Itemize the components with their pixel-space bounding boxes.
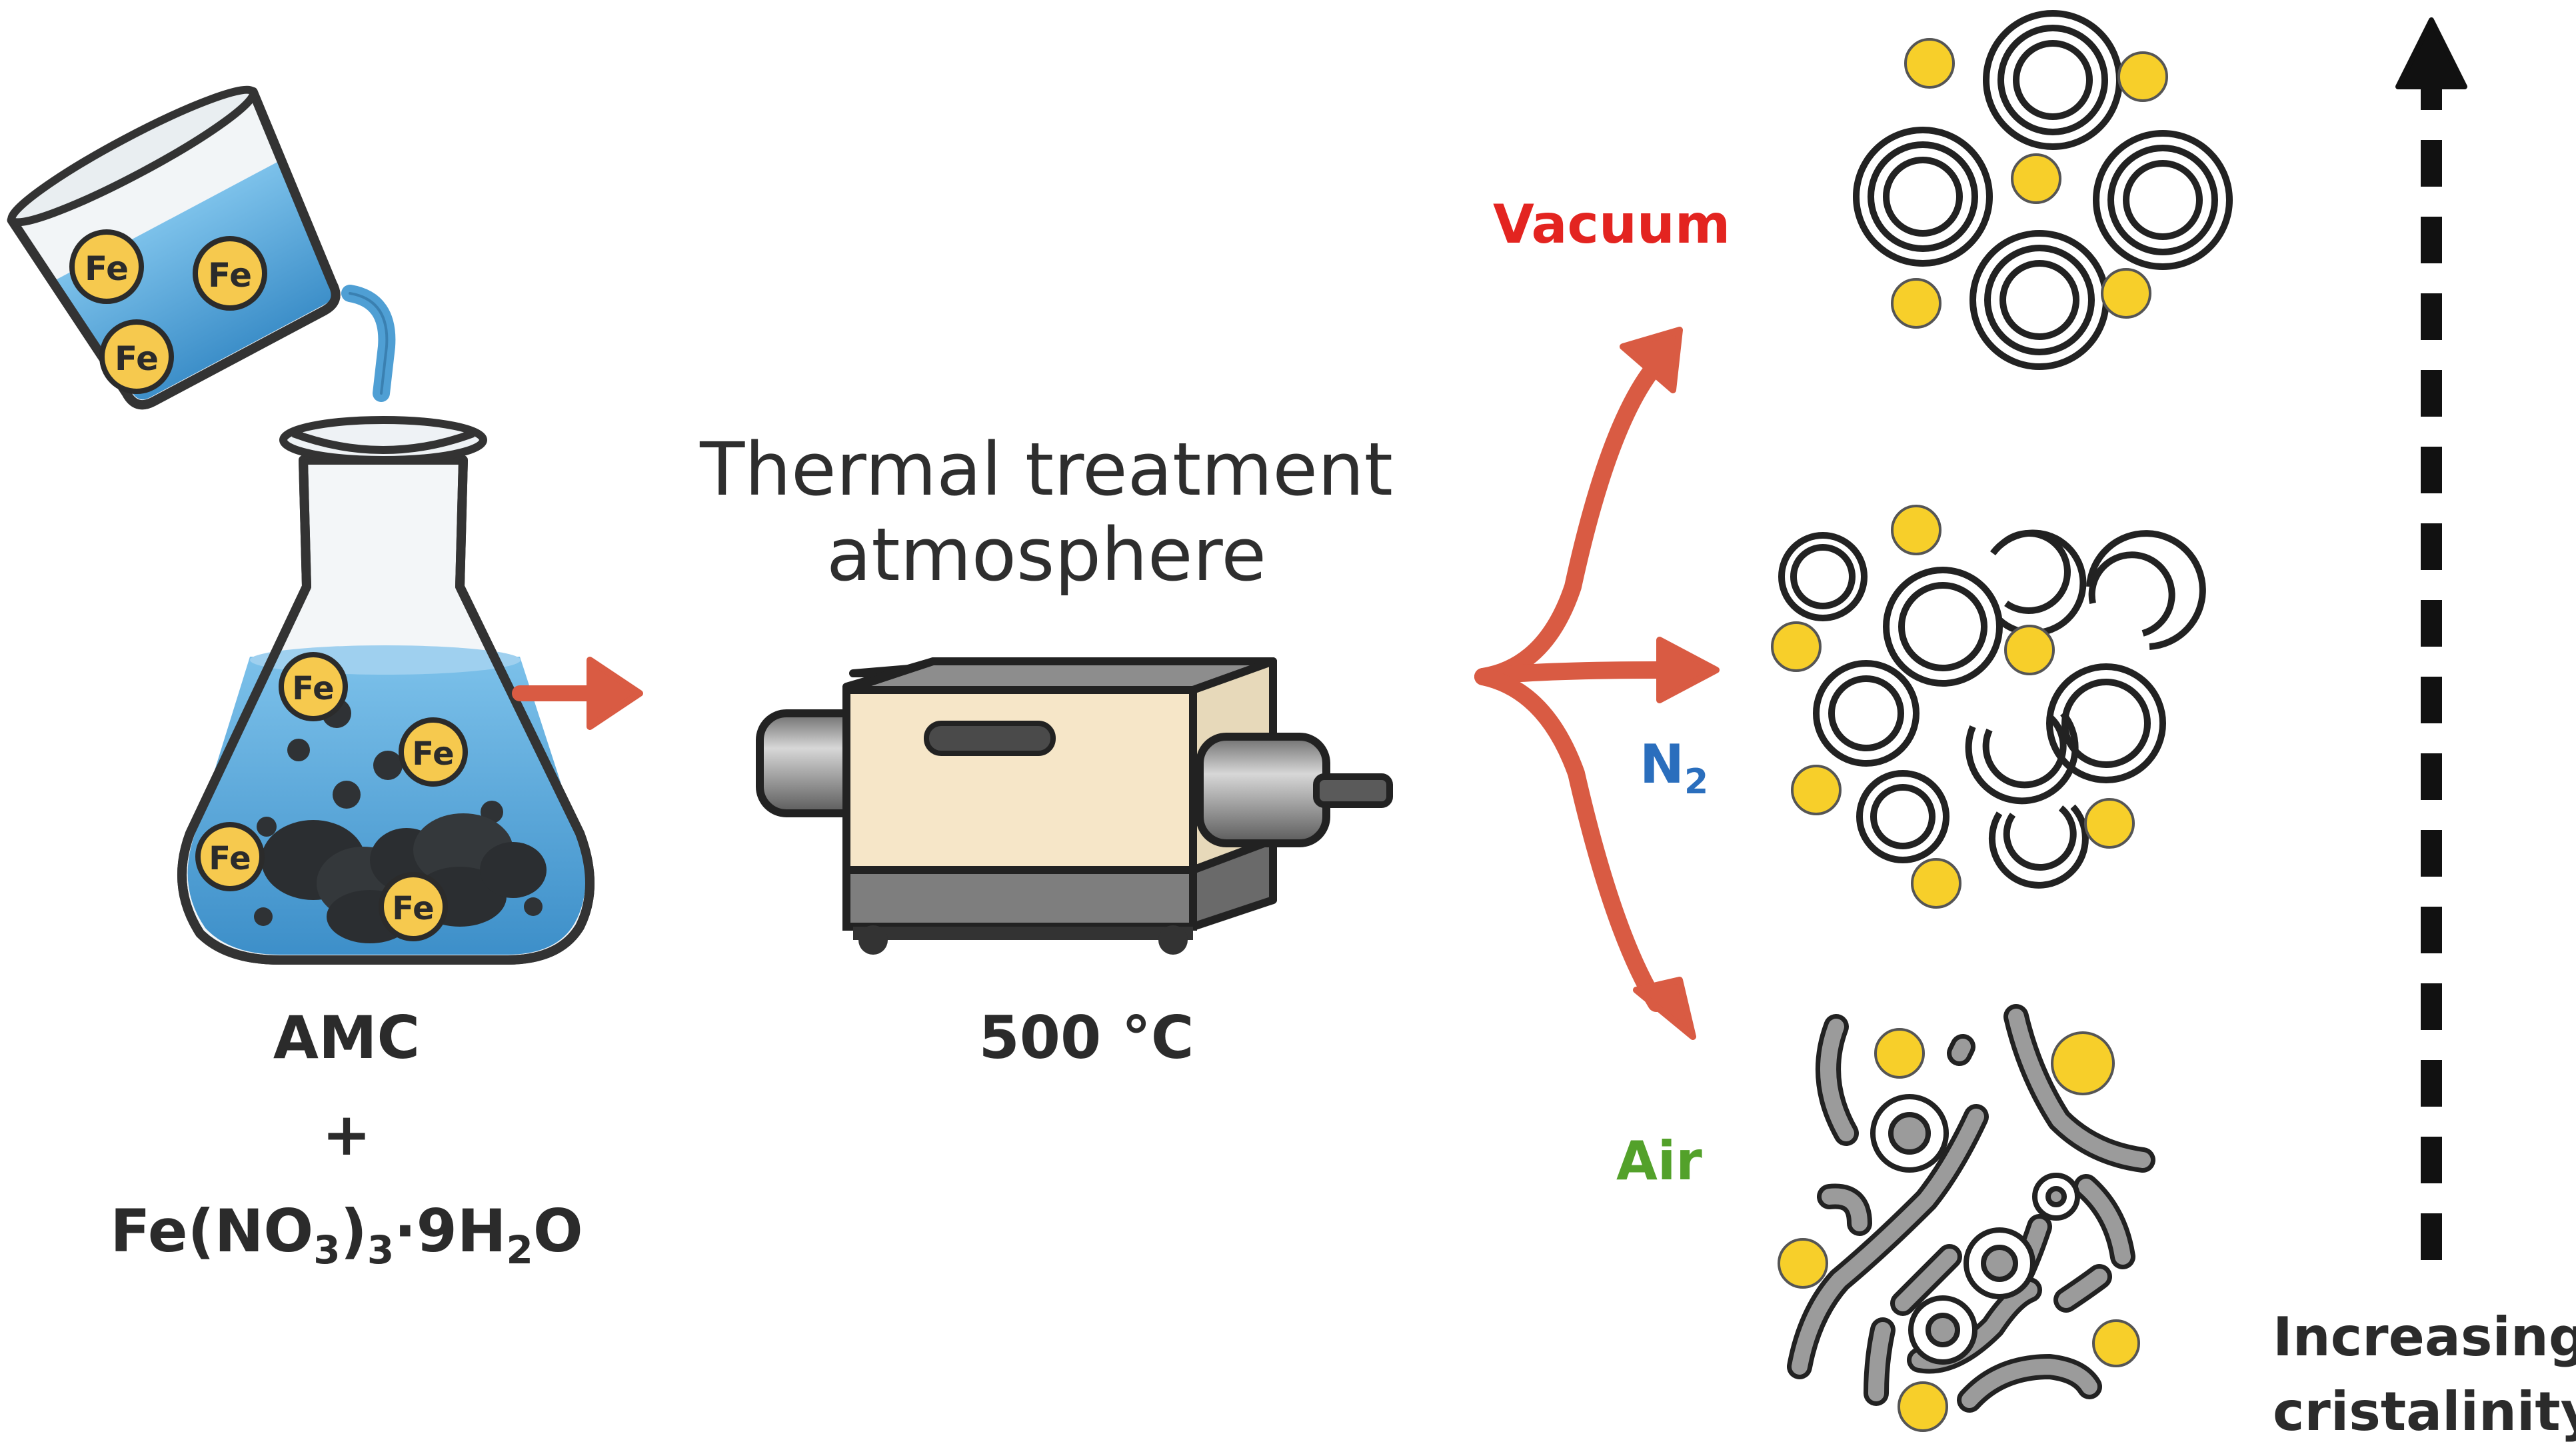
fe-ion-5-label: Fe: [412, 735, 454, 773]
n2-product: [1771, 505, 2206, 909]
fe-ion-3: Fe: [99, 319, 174, 394]
fe-ion-5: Fe: [399, 717, 468, 787]
fe-ion-7-label: Fe: [392, 890, 434, 927]
process-arrow: [512, 657, 643, 730]
air-product: [1778, 1004, 2155, 1432]
double-ring: [1983, 10, 2123, 150]
fe-ion-6: Fe: [195, 822, 265, 891]
double-ring: [1853, 127, 1993, 267]
fe-ion-6-label: Fe: [209, 840, 251, 877]
vacuum-product: [1853, 10, 2233, 370]
fe-ion-7: Fe: [379, 872, 448, 941]
fe-ion-4-label: Fe: [292, 670, 334, 707]
iron-nitrate-formula: Fe(NO3)3·9H2O: [110, 1197, 583, 1273]
fe-ion-1-label: Fe: [85, 249, 129, 288]
fe-ion-3-label: Fe: [115, 339, 159, 378]
fe-ion-2: Fe: [193, 236, 267, 311]
branch-arrows: [1474, 327, 1720, 1040]
double-ring: [1969, 230, 2109, 370]
fe-ion-4: Fe: [279, 652, 348, 721]
double-ring: [2093, 130, 2233, 270]
amc-label: AMC: [273, 1003, 421, 1072]
vacuum-label: Vacuum: [1493, 193, 1731, 255]
pouring-beaker: [7, 85, 396, 410]
fe-ion-1: Fe: [69, 229, 144, 304]
crystallinity-axis-arrow: [2395, 17, 2467, 1260]
fe-ion-2-label: Fe: [208, 256, 252, 295]
air-label: Air: [1616, 1130, 1702, 1192]
plus-label: +: [322, 1100, 371, 1169]
tube-furnace: [756, 657, 1393, 955]
n2-label: N2: [1640, 733, 1709, 802]
temperature-label: 500 °C: [978, 1003, 1194, 1072]
